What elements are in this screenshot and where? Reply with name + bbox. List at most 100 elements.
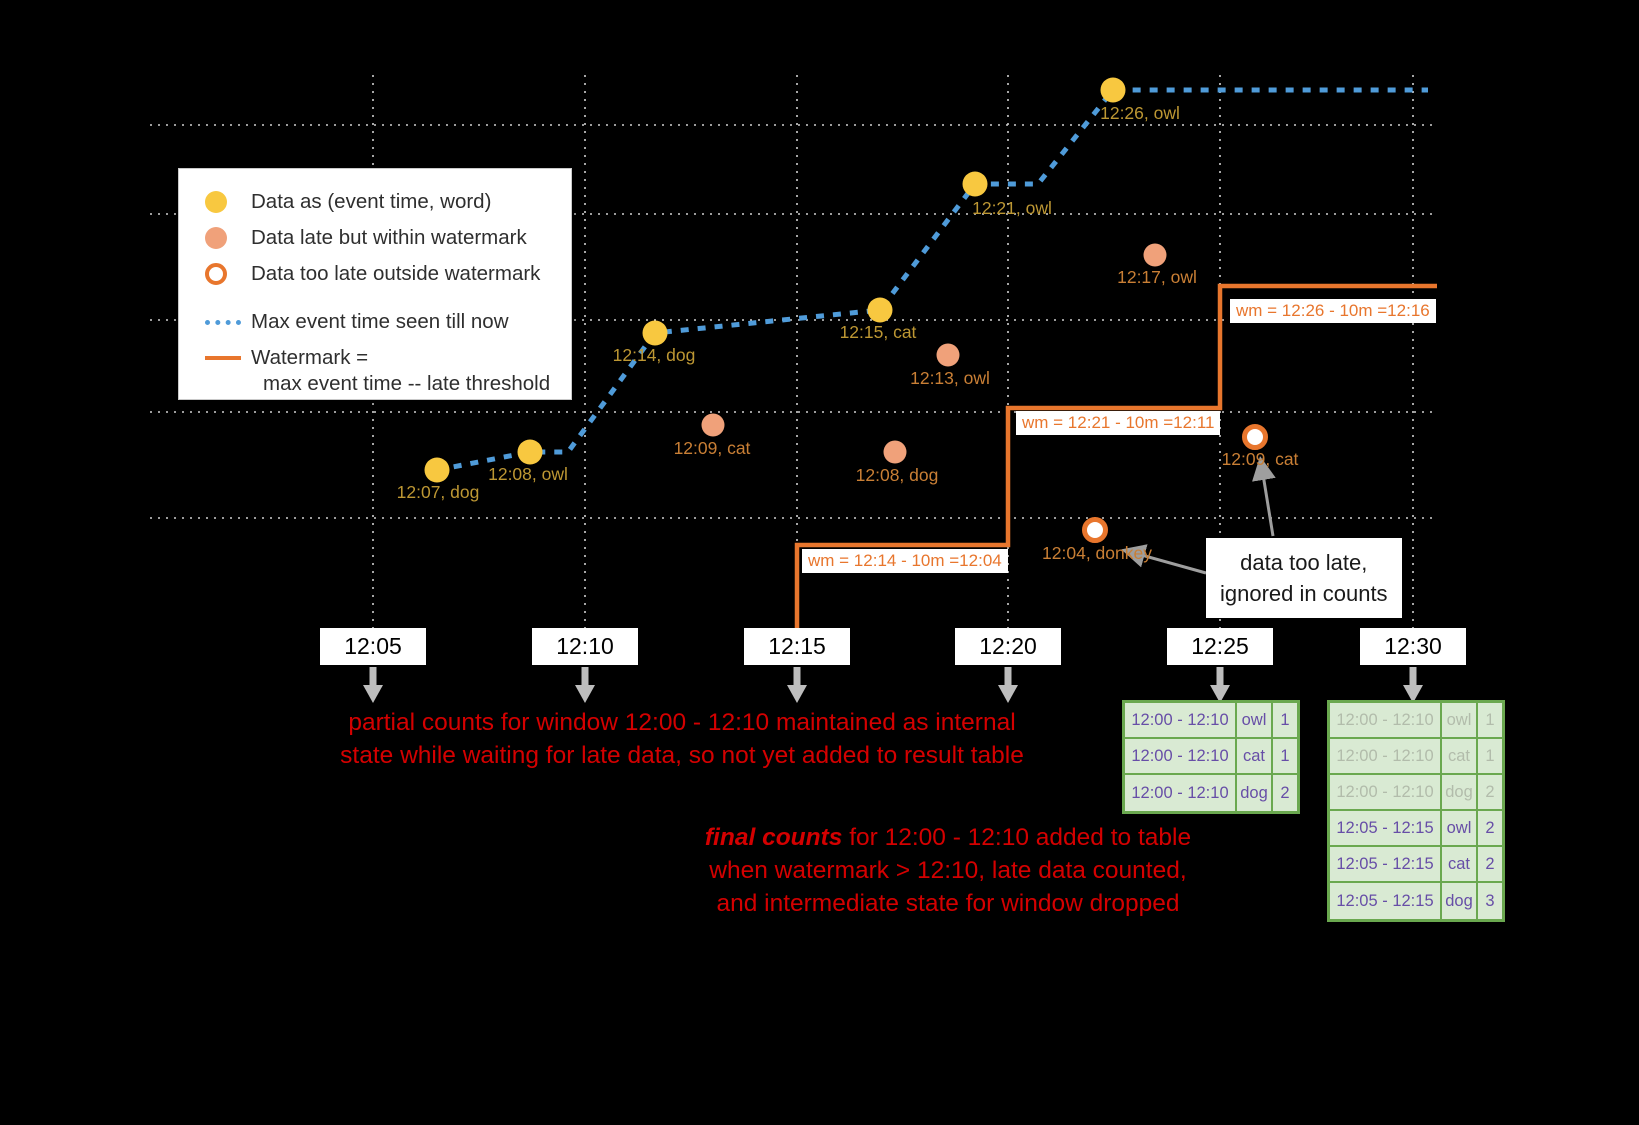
data-point-on-time <box>962 171 988 197</box>
final-line1-rest: for 12:00 - 12:10 added to table <box>842 824 1192 851</box>
axis-tick-1220: 12:20 <box>955 628 1061 665</box>
on-time-dot-icon <box>205 191 241 213</box>
partial-line2: state while waiting for late data, so no… <box>340 742 1024 769</box>
table-row-dropped: 12:00 - 12:10 dog 2 <box>1330 775 1502 811</box>
count-cell: 1 <box>1478 703 1502 739</box>
data-point-late <box>701 413 725 437</box>
point-label: 12:15, cat <box>839 322 917 342</box>
data-point-late <box>936 343 960 367</box>
legend-item-watermark: Watermark = <box>205 340 571 376</box>
word-cell: owl <box>1237 703 1273 739</box>
data-point-late <box>1143 243 1167 267</box>
table-row-dropped: 12:00 - 12:10 cat 1 <box>1330 739 1502 775</box>
too-late-note-line1: data too late, <box>1240 550 1368 575</box>
watermark-label: wm = 12:14 - 10m =12:04 <box>802 549 1008 573</box>
table-row: 12:00 - 12:10 cat 1 <box>1125 739 1297 775</box>
too-late-note: data too late, ignored in counts <box>1206 538 1402 618</box>
data-point-late <box>883 440 907 464</box>
data-point-on-time <box>517 439 543 465</box>
axis-arrows <box>363 667 1423 703</box>
data-point-too-late <box>1242 424 1268 450</box>
gridlines <box>150 75 1437 628</box>
legend-label: Data late but within watermark <box>251 226 527 249</box>
table-row: 12:05 - 12:15 cat 2 <box>1330 847 1502 883</box>
final-line1: final counts for 12:00 - 12:10 added to … <box>705 821 1191 854</box>
late-dot-icon <box>205 227 241 249</box>
point-label: 12:09, cat <box>1221 449 1299 469</box>
point-label: 12:07, dog <box>396 482 480 502</box>
count-cell: 1 <box>1478 739 1502 775</box>
too-late-ring-icon <box>205 263 241 285</box>
data-point-on-time <box>1100 77 1126 103</box>
point-label: 12:21, owl <box>972 198 1052 218</box>
word-cell: owl <box>1442 703 1478 739</box>
final-counts-emphasis: final counts <box>704 824 843 851</box>
table-row: 12:00 - 12:10 dog 2 <box>1125 775 1297 811</box>
point-label: 12:08, owl <box>488 464 568 484</box>
watermark-label: wm = 12:21 - 10m =12:11 <box>1016 411 1221 435</box>
window-cell: 12:00 - 12:10 <box>1125 739 1237 775</box>
word-cell: dog <box>1237 775 1273 811</box>
window-cell: 12:00 - 12:10 <box>1330 775 1442 811</box>
word-cell: cat <box>1442 847 1478 883</box>
word-cell: dog <box>1442 775 1478 811</box>
watermark-line <box>794 283 1437 629</box>
legend-label: Data as (event time, word) <box>251 190 492 213</box>
result-table-1230: 12:00 - 12:10 owl 1 12:00 - 12:10 cat 1 … <box>1327 700 1505 922</box>
point-label: 12:09, cat <box>673 438 751 458</box>
word-cell: owl <box>1442 811 1478 847</box>
annotation-partial-counts: partial counts for window 12:00 - 12:10 … <box>340 706 1024 772</box>
data-point-on-time <box>424 457 450 483</box>
point-label: 12:17, owl <box>1117 267 1197 287</box>
table-row: 12:00 - 12:10 owl 1 <box>1125 703 1297 739</box>
count-cell: 2 <box>1478 847 1502 883</box>
count-cell: 2 <box>1478 811 1502 847</box>
window-cell: 12:00 - 12:10 <box>1125 775 1237 811</box>
axis-tick-1215: 12:15 <box>744 628 850 665</box>
data-point-on-time <box>867 297 893 323</box>
legend-item-too-late: Data too late outside watermark <box>205 256 571 292</box>
annotation-final-counts: final counts for 12:00 - 12:10 added to … <box>705 821 1191 920</box>
window-cell: 12:05 - 12:15 <box>1330 811 1442 847</box>
legend-item-late: Data late but within watermark <box>205 220 571 256</box>
dotted-line-icon <box>205 319 241 325</box>
legend-item-on-time: Data as (event time, word) <box>205 184 571 220</box>
final-line3: and intermediate state for window droppe… <box>716 890 1180 917</box>
legend-label: Watermark = <box>251 346 369 369</box>
table-row: 12:05 - 12:15 dog 3 <box>1330 883 1502 919</box>
axis-tick-1225: 12:25 <box>1167 628 1273 665</box>
too-late-note-line2: ignored in counts <box>1220 581 1388 606</box>
table-row-dropped: 12:00 - 12:10 owl 1 <box>1330 703 1502 739</box>
watermark-label: wm = 12:26 - 10m =12:16 <box>1230 299 1436 323</box>
window-cell: 12:00 - 12:10 <box>1125 703 1237 739</box>
point-label: 12:14, dog <box>612 345 696 365</box>
result-table-1225: 12:00 - 12:10 owl 1 12:00 - 12:10 cat 1 … <box>1122 700 1300 814</box>
word-cell: dog <box>1442 883 1478 919</box>
point-label: 12:13, owl <box>910 368 990 388</box>
data-point-on-time <box>642 320 668 346</box>
solid-line-icon <box>205 356 241 360</box>
legend-label: Max event time seen till now <box>251 310 509 333</box>
table-row: 12:05 - 12:15 owl 2 <box>1330 811 1502 847</box>
point-label: 12:26, owl <box>1100 103 1180 123</box>
word-cell: cat <box>1442 739 1478 775</box>
window-cell: 12:00 - 12:10 <box>1330 703 1442 739</box>
legend: Data as (event time, word) Data late but… <box>178 168 572 400</box>
count-cell: 1 <box>1273 739 1297 775</box>
axis-tick-1230: 12:30 <box>1360 628 1466 665</box>
window-cell: 12:05 - 12:15 <box>1330 847 1442 883</box>
axis-tick-1210: 12:10 <box>532 628 638 665</box>
word-cell: cat <box>1237 739 1273 775</box>
point-label: 12:08, dog <box>855 465 939 485</box>
axis-tick-1205: 12:05 <box>320 628 426 665</box>
final-line2: when watermark > 12:10, late data counte… <box>709 857 1187 884</box>
count-cell: 1 <box>1273 703 1297 739</box>
count-cell: 2 <box>1478 775 1502 811</box>
count-cell: 3 <box>1485 891 1495 910</box>
legend-label: Data too late outside watermark <box>251 262 541 285</box>
legend-item-max-event: Max event time seen till now <box>205 304 571 340</box>
too-late-note-arrows <box>1121 456 1276 575</box>
legend-label-watermark-cont: max event time -- late threshold <box>263 372 551 395</box>
